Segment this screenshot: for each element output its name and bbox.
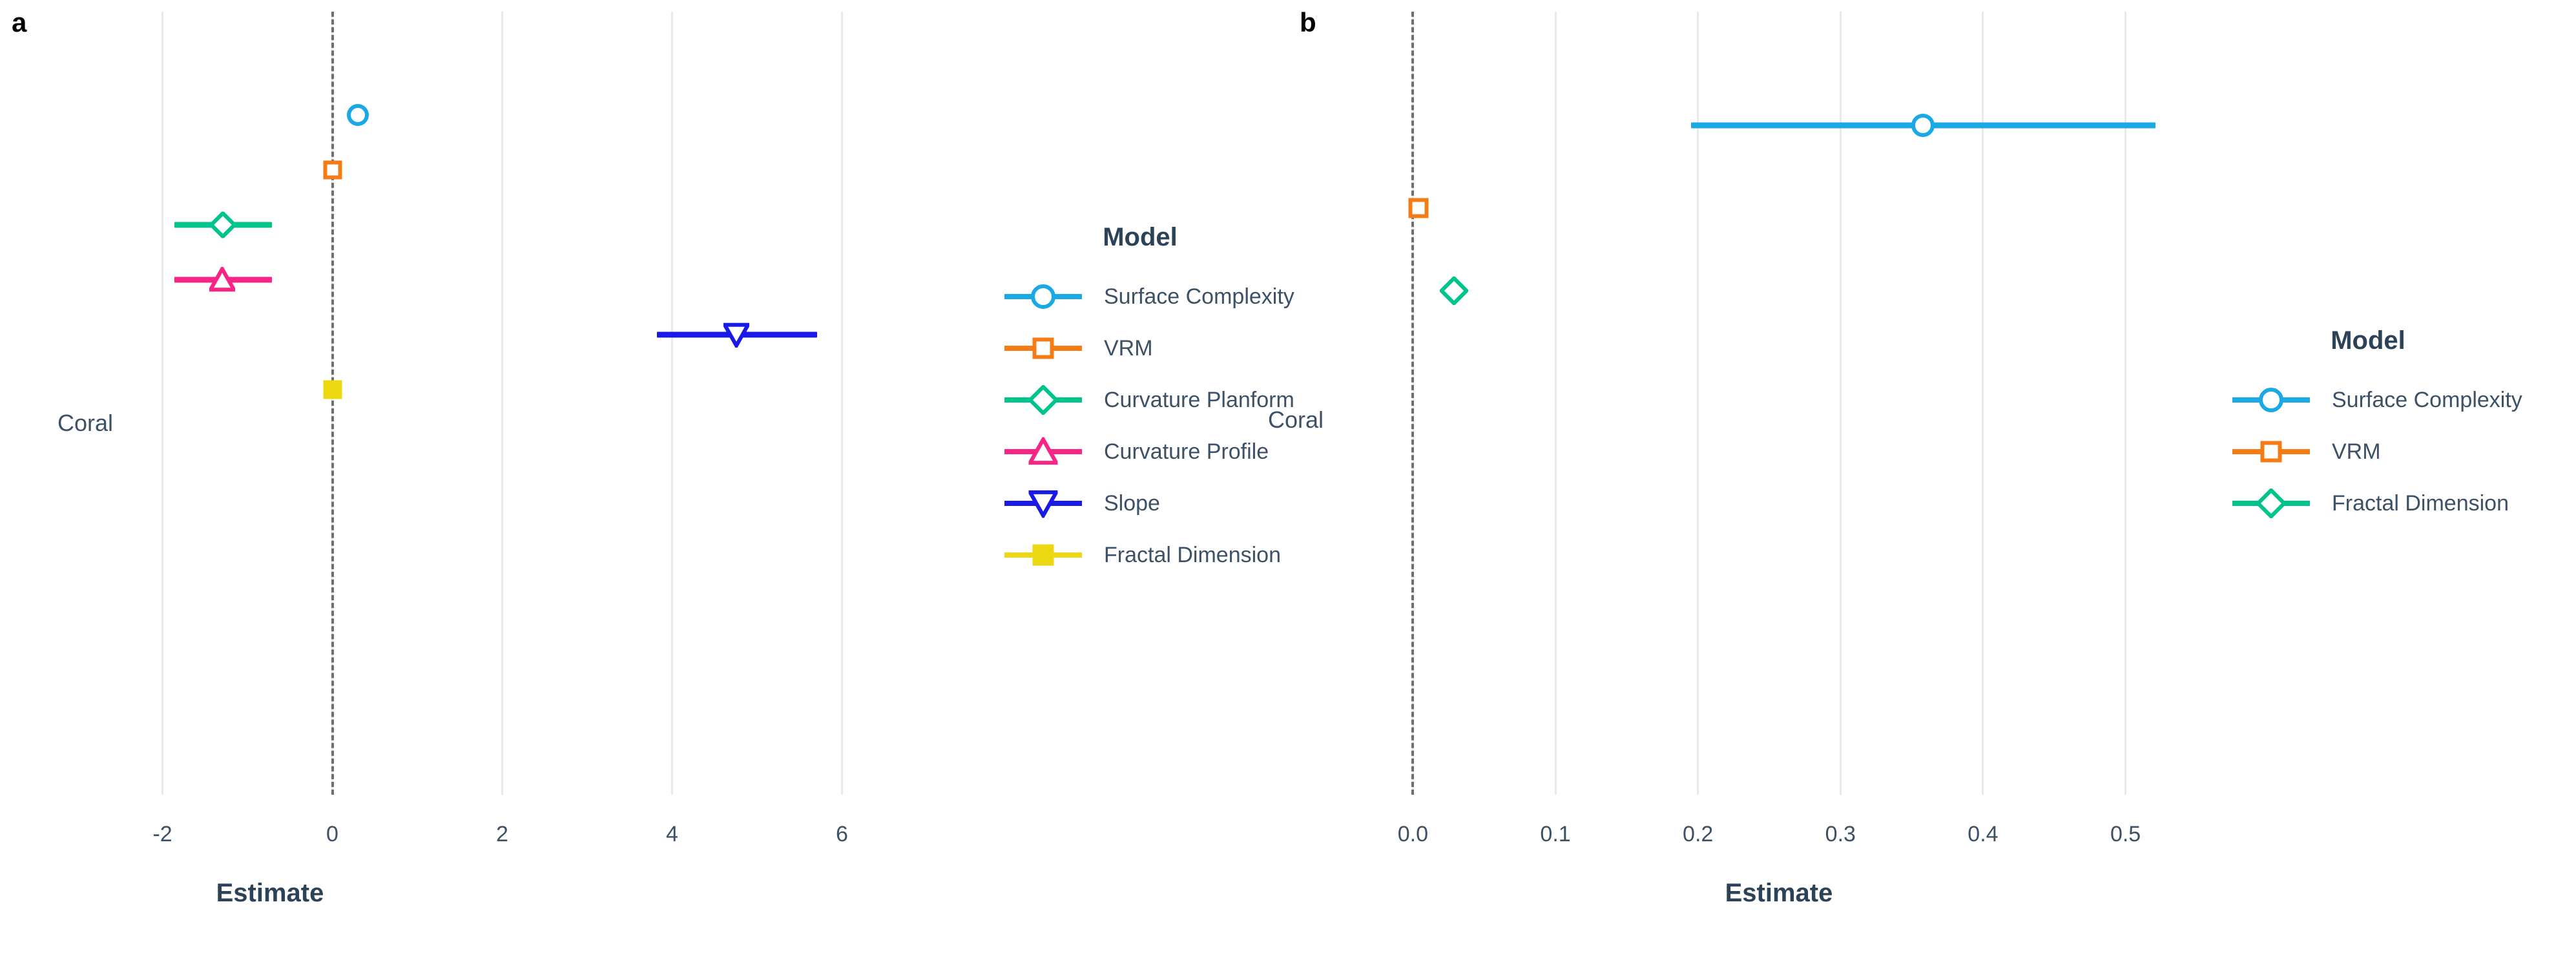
legend-key <box>2232 485 2310 521</box>
panel-a-letter: a <box>12 7 27 37</box>
legend-item-label: Slope <box>1104 490 1160 516</box>
x-tick-label: 2 <box>496 822 508 846</box>
legend-item-label: Fractal Dimension <box>1104 542 1281 567</box>
marker-square-filled-icon <box>1032 544 1054 566</box>
legend-item-label: Curvature Planform <box>1104 387 1294 412</box>
panel-b-x-axis-title: Estimate <box>1725 879 1833 907</box>
zero-reference-line <box>331 12 334 795</box>
marker-square-filled-icon[interactable] <box>323 380 342 399</box>
legend-item[interactable]: VRM <box>1004 328 1276 368</box>
x-gridline <box>841 12 843 795</box>
x-gridline <box>1839 12 1842 795</box>
legend-item[interactable]: Surface Complexity <box>1004 277 1294 317</box>
marker-circle-icon[interactable] <box>1911 114 1935 137</box>
legend-item-label: Surface Complexity <box>2332 387 2522 412</box>
legend-item-label: Curvature Profile <box>1104 439 1269 464</box>
x-gridline <box>1554 12 1557 795</box>
legend-item[interactable]: Surface Complexity <box>2232 380 2522 420</box>
zero-reference-line <box>1411 12 1415 795</box>
legend-item[interactable]: Curvature Planform <box>1004 380 1294 420</box>
marker-diamond-icon[interactable] <box>209 211 236 238</box>
marker-triangle-up-icon <box>1028 437 1058 467</box>
legend-item[interactable]: Fractal Dimension <box>2232 483 2509 523</box>
legend-item-label: Fractal Dimension <box>2332 490 2509 516</box>
panel-b: b Coral 0.0 0.1 0.2 0.3 0.4 0.5 Estimate Mode… <box>1268 0 2576 955</box>
x-gridline <box>2124 12 2127 795</box>
legend-key <box>1004 537 1082 573</box>
x-gridline <box>501 12 503 795</box>
x-tick-label: 0.3 <box>1825 822 1856 846</box>
legend-key <box>1004 330 1082 366</box>
marker-diamond-icon[interactable] <box>1440 277 1469 305</box>
legend-item[interactable]: Curvature Profile <box>1004 432 1276 472</box>
x-gridline <box>1982 12 1984 795</box>
legend-item-label: VRM <box>1104 335 1153 361</box>
x-gridline <box>671 12 673 795</box>
marker-triangle-up-icon[interactable] <box>209 267 235 293</box>
marker-square-icon[interactable] <box>323 160 342 180</box>
legend-key <box>2232 382 2310 418</box>
panel-a: a Coral -2 0 2 4 6 Estimate Model Surface Co… <box>12 7 1294 908</box>
x-gridline <box>161 12 163 795</box>
panel-a-x-axis-title: Estimate <box>216 879 324 907</box>
panel-a-y-label: Coral <box>57 410 113 436</box>
x-tick-label: 0.5 <box>2110 822 2141 846</box>
marker-triangle-down-icon[interactable] <box>723 322 750 348</box>
marker-triangle-down-icon <box>1028 489 1058 518</box>
x-tick-label: -2 <box>152 822 172 846</box>
marker-diamond-icon <box>2256 488 2286 518</box>
marker-diamond-icon <box>1028 385 1058 415</box>
legend-item[interactable]: Slope <box>1004 483 1276 523</box>
panel-b-letter: b <box>1300 7 1316 37</box>
x-gridline <box>1697 12 1699 795</box>
x-tick-label: 4 <box>666 822 678 846</box>
legend-key <box>1004 278 1082 315</box>
x-tick-label: 0.1 <box>1540 822 1571 846</box>
x-tick-label: 0 <box>326 822 338 846</box>
legend-item[interactable]: VRM <box>2232 432 2504 472</box>
x-tick-label: 6 <box>836 822 848 846</box>
x-tick-label: 0.0 <box>1397 822 1429 846</box>
x-tick-label: 0.2 <box>1683 822 1714 846</box>
legend-item-label: VRM <box>2332 439 2381 464</box>
marker-circle-icon <box>1031 284 1055 309</box>
x-tick-label: 0.4 <box>1968 822 1999 846</box>
marker-circle-icon[interactable] <box>346 104 369 126</box>
legend-key <box>1004 485 1082 521</box>
marker-square-icon[interactable] <box>1408 198 1429 218</box>
panel-b-y-label: Coral <box>1267 406 1324 433</box>
marker-square-icon <box>2260 441 2282 463</box>
legend-item[interactable]: Fractal Dimension <box>1004 535 1281 575</box>
panel-a-plot-area <box>78 12 927 795</box>
panel-a-legend-title: Model <box>1103 223 1178 251</box>
marker-square-icon <box>1032 337 1054 359</box>
legend-key <box>1004 382 1082 418</box>
legend-item-label: Surface Complexity <box>1104 284 1294 309</box>
panel-b-plot-area <box>1320 12 2218 795</box>
marker-circle-icon <box>2259 388 2283 412</box>
legend-key <box>2232 434 2310 470</box>
panel-b-legend-title: Model <box>2331 326 2405 355</box>
legend-key <box>1004 434 1082 470</box>
